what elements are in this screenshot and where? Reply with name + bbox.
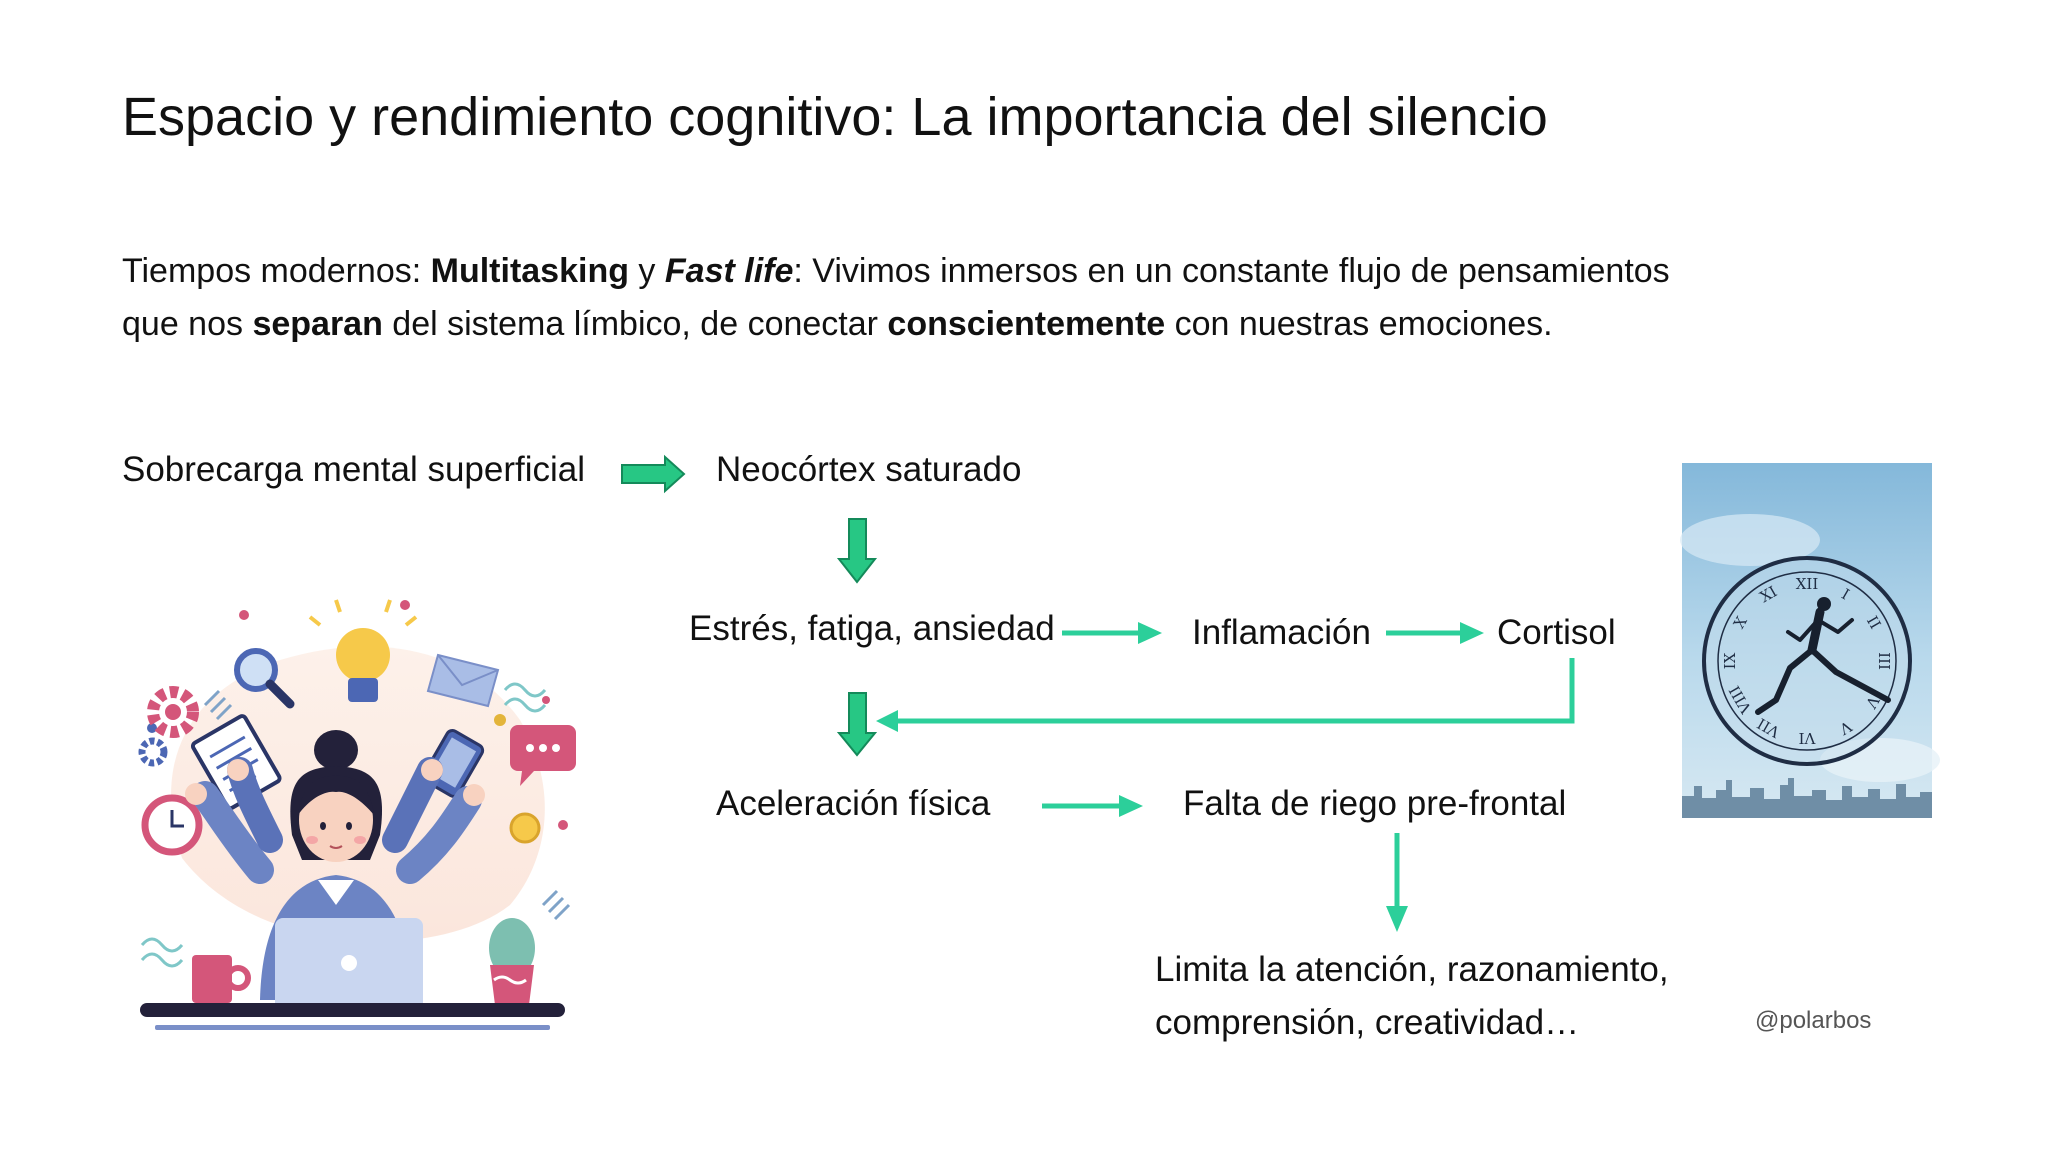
arrow-estres-to-inflamacion (1062, 622, 1162, 644)
node-estres: Estrés, fatiga, ansiedad (689, 609, 1055, 648)
intro-line-2: que nos separan del sistema límbico, de … (122, 305, 1553, 343)
author-handle: @polarbos (1755, 1007, 1872, 1034)
chat-bubble-icon (510, 725, 576, 786)
gear-icon (138, 686, 199, 767)
term-fast-life: Fast life (664, 252, 794, 290)
clock-numeral: XII (1796, 575, 1819, 593)
block-arrow-down-2 (836, 692, 878, 757)
arrow-aceleracion-to-falta-riego (1042, 795, 1143, 817)
clock-numeral: VI (1799, 729, 1817, 747)
intro-paragraph: Tiempos modernos: Multitasking y Fast li… (122, 245, 1670, 351)
intro-line-1: Tiempos modernos: Multitasking y Fast li… (122, 252, 1670, 290)
arrow-inflamacion-to-cortisol (1386, 622, 1484, 644)
cactus-icon (489, 918, 535, 1005)
coin-icon (509, 812, 541, 844)
runner-silhouette (1755, 597, 1891, 715)
term-multitasking: Multitasking (430, 252, 629, 290)
node-falta-riego: Falta de riego pre-frontal (1183, 784, 1567, 823)
block-arrow-down-1 (836, 518, 878, 584)
multitasking-woman-illustration (138, 599, 576, 1030)
magnifier-icon (234, 648, 295, 709)
node-limita-line-1: Limita la atención, razonamiento, (1155, 950, 1669, 989)
node-neocortex: Neocórtex saturado (716, 450, 1022, 489)
node-sobrecarga: Sobrecarga mental superficial (122, 450, 586, 489)
mug-icon (192, 955, 251, 1003)
alarm-clock-icon (141, 794, 203, 856)
lightbulb-icon (308, 599, 418, 702)
block-arrow-right (621, 454, 686, 494)
node-limita-line-2: comprensión, creatividad… (1155, 1003, 1580, 1042)
term-separan: separan (252, 305, 383, 343)
node-inflamacion: Inflamación (1192, 613, 1371, 652)
clock-numeral: XI (1757, 582, 1780, 606)
node-aceleracion: Aceleración física (716, 784, 991, 823)
envelope-icon (426, 653, 500, 708)
node-limita: Limita la atención, razonamiento, compre… (1155, 943, 1669, 1049)
clock-numeral: IX (1721, 652, 1739, 669)
laptop-icon (275, 918, 423, 1013)
slide-title: Espacio y rendimiento cognitivo: La impo… (122, 87, 1548, 147)
clock-numeral: III (1875, 652, 1893, 670)
arrow-cortisol-loop-back (876, 658, 1575, 732)
arrow-falta-riego-to-limita (1386, 833, 1408, 932)
term-conscientemente: conscientemente (887, 305, 1166, 343)
node-cortisol: Cortisol (1497, 613, 1616, 652)
